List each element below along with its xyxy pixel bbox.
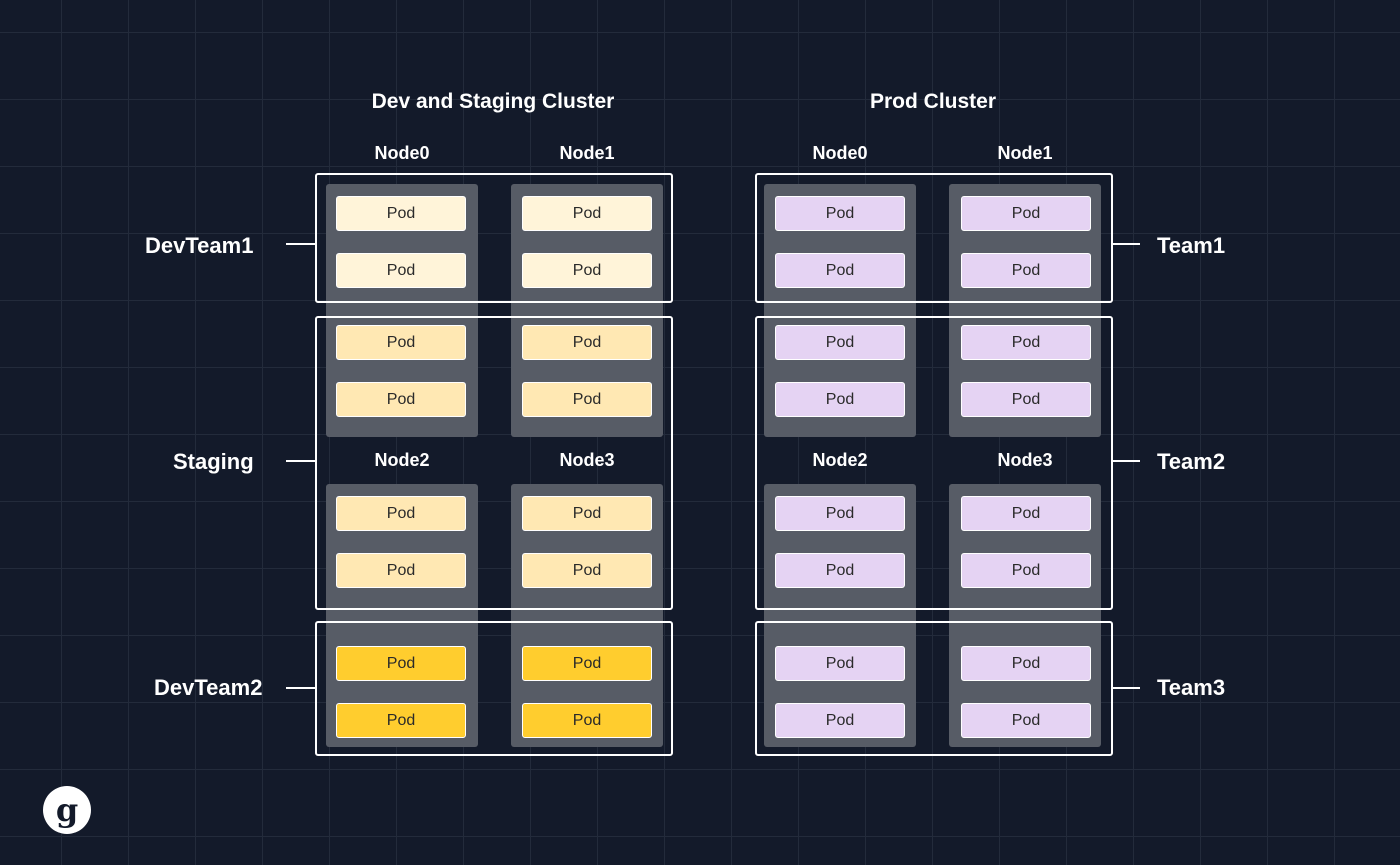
team2-label: Team2 — [1157, 449, 1226, 474]
prod-node0-label: Node0 — [812, 143, 868, 163]
pod[interactable]: Pod — [775, 646, 905, 681]
dev-node0-label: Node0 — [374, 143, 430, 163]
pod[interactable]: Pod — [336, 703, 466, 738]
dev-node3-label: Node3 — [559, 450, 615, 470]
pod[interactable]: Pod — [961, 703, 1091, 738]
team2-connector — [1112, 460, 1140, 462]
pod[interactable]: Pod — [522, 496, 652, 531]
devteam1-connector — [286, 243, 316, 245]
pod[interactable]: Pod — [961, 496, 1091, 531]
team3-label: Team3 — [1157, 675, 1226, 700]
pod[interactable]: Pod — [775, 553, 905, 588]
dev-node1-label: Node1 — [559, 143, 615, 163]
staging-label: Staging — [173, 449, 254, 474]
pod[interactable]: Pod — [961, 382, 1091, 417]
pod[interactable]: Pod — [775, 382, 905, 417]
pod[interactable]: Pod — [775, 496, 905, 531]
prod-node2-label: Node2 — [812, 450, 868, 470]
prod-cluster-title: Prod Cluster — [869, 90, 997, 113]
team1-group-box — [755, 173, 1113, 303]
staging-group-box — [315, 316, 673, 610]
pod[interactable]: Pod — [336, 196, 466, 231]
pod[interactable]: Pod — [522, 325, 652, 360]
devteam1-label: DevTeam1 — [145, 233, 254, 258]
team3-group-box — [755, 621, 1113, 756]
pod[interactable]: Pod — [336, 646, 466, 681]
team3-connector — [1112, 687, 1140, 689]
team2-group-box — [755, 316, 1113, 610]
pod[interactable]: Pod — [336, 325, 466, 360]
pod[interactable]: Pod — [775, 325, 905, 360]
dev-cluster-title: Dev and Staging Cluster — [371, 90, 615, 113]
devteam2-connector — [286, 687, 316, 689]
pod[interactable]: Pod — [775, 253, 905, 288]
dev-node2-label: Node2 — [374, 450, 430, 470]
devteam2-group-box — [315, 621, 673, 756]
pod[interactable]: Pod — [522, 646, 652, 681]
pod[interactable]: Pod — [522, 382, 652, 417]
pod[interactable]: Pod — [522, 253, 652, 288]
pod[interactable]: Pod — [961, 253, 1091, 288]
pod[interactable]: Pod — [961, 325, 1091, 360]
pod[interactable]: Pod — [522, 196, 652, 231]
pod[interactable]: Pod — [336, 496, 466, 531]
pod[interactable]: Pod — [961, 196, 1091, 231]
prod-node1-label: Node1 — [997, 143, 1053, 163]
g-logo-icon: g — [43, 786, 91, 834]
staging-connector — [286, 460, 316, 462]
pod[interactable]: Pod — [961, 646, 1091, 681]
pod[interactable]: Pod — [336, 553, 466, 588]
pod[interactable]: Pod — [522, 703, 652, 738]
devteam2-label: DevTeam2 — [154, 675, 263, 700]
pod[interactable]: Pod — [961, 553, 1091, 588]
pod[interactable]: Pod — [336, 253, 466, 288]
pod[interactable]: Pod — [775, 196, 905, 231]
pod[interactable]: Pod — [775, 703, 905, 738]
pod[interactable]: Pod — [336, 382, 466, 417]
team1-label: Team1 — [1157, 233, 1226, 258]
team1-connector — [1112, 243, 1140, 245]
devteam1-group-box — [315, 173, 673, 303]
prod-node3-label: Node3 — [997, 450, 1053, 470]
pod[interactable]: Pod — [522, 553, 652, 588]
